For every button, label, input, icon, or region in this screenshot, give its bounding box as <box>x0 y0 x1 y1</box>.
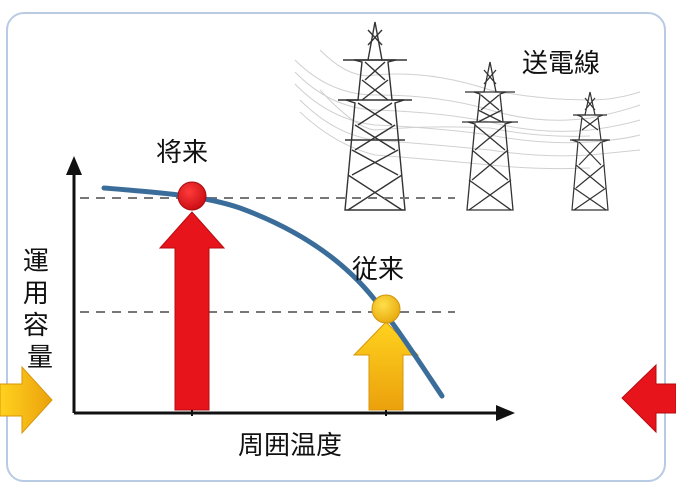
conventional-capacity-arrow <box>352 321 420 411</box>
diagram-canvas: 送電線 将来 従来 運 用 容 量 <box>0 21 676 461</box>
transmission-tower-icon <box>338 21 412 211</box>
conventional-label: 従来 <box>352 255 404 285</box>
future-point-marker <box>177 181 207 211</box>
future-capacity-arrow <box>158 211 226 411</box>
future-label: 将来 <box>156 138 208 168</box>
right-edge-arrow <box>621 363 676 434</box>
x-axis-label: 周囲温度 <box>238 431 342 461</box>
conventional-point-marker <box>371 294 401 324</box>
transmission-tower-icon <box>570 91 610 211</box>
left-edge-arrow <box>0 365 53 435</box>
power-line-label: 送電線 <box>522 49 600 79</box>
y-axis-label: 運 用 容 量 <box>23 247 57 373</box>
diagram-stage: 送電線 将来 従来 運 用 容 量 <box>0 12 676 482</box>
diagram-panel <box>6 12 666 482</box>
axes <box>66 156 515 421</box>
transmission-tower-icon <box>462 61 518 211</box>
